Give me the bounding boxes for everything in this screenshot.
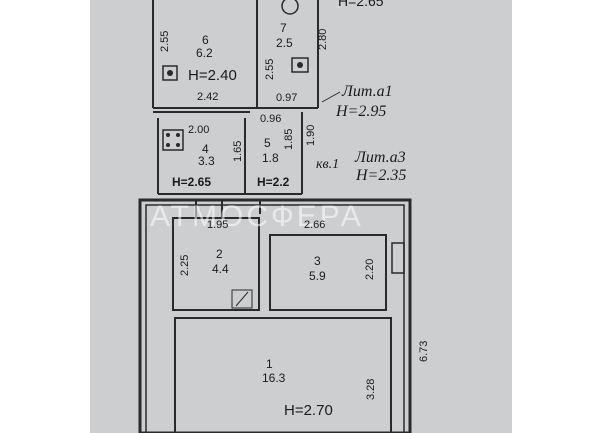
lit-a3-height: H=2.35 bbox=[356, 167, 407, 184]
room-1-area: 16.3 bbox=[262, 371, 286, 385]
watermark: АТМОСФЕРА bbox=[150, 200, 364, 233]
dim-2-25: 2.25 bbox=[179, 254, 191, 276]
dim-1-65: 1.65 bbox=[232, 140, 244, 162]
room-7-area: 2.5 bbox=[276, 36, 293, 50]
dim-1-85: 1.85 bbox=[283, 128, 295, 150]
dim-2-42: 2.42 bbox=[197, 91, 219, 103]
room-3-number: 3 bbox=[314, 254, 321, 268]
room-4-area: 3.3 bbox=[198, 154, 215, 168]
top-partial-height: H=2.65 bbox=[338, 0, 384, 9]
room-2-number: 2 bbox=[216, 247, 223, 261]
dim-0-97: 0.97 bbox=[276, 92, 298, 104]
room-4-height: H=2.65 bbox=[172, 175, 212, 189]
room-1-number: 1 bbox=[266, 357, 273, 371]
dim-2-66: 2.66 bbox=[304, 219, 326, 231]
dim-0-96: 0.96 bbox=[260, 113, 282, 125]
dim-2-55-right: 2.55 bbox=[264, 58, 276, 80]
dim-1-90: 1.90 bbox=[305, 124, 317, 146]
room-6-area: 6.2 bbox=[196, 46, 213, 60]
room-7-number: 7 bbox=[280, 21, 287, 35]
room-6-number: 6 bbox=[202, 33, 209, 47]
room-5-area: 1.8 bbox=[262, 151, 279, 165]
room-1-walls bbox=[174, 317, 392, 433]
dim-3-28: 3.28 bbox=[365, 378, 377, 400]
dim-6-73: 6.73 bbox=[418, 340, 430, 362]
room-4-number: 4 bbox=[202, 142, 209, 156]
room-6-height: H=2.40 bbox=[188, 67, 237, 84]
room-3-area: 5.9 bbox=[309, 269, 326, 283]
room-2-area: 4.4 bbox=[212, 262, 229, 276]
lit-a1-label: Лит.а1 bbox=[342, 83, 393, 100]
room-2-walls bbox=[172, 217, 260, 311]
apartment-label: кв.1 bbox=[316, 157, 340, 172]
dim-2-00: 2.00 bbox=[188, 124, 210, 136]
outer-wall-lower bbox=[138, 198, 412, 433]
dim-2-55-left: 2.55 bbox=[159, 30, 171, 52]
room-3-walls bbox=[269, 234, 387, 311]
room-5-number: 5 bbox=[264, 136, 271, 150]
room-5-height: H=2.2 bbox=[257, 175, 290, 189]
room-1-height: H=2.70 bbox=[284, 402, 333, 419]
dim-2-80: 2.80 bbox=[317, 28, 329, 50]
dim-2-20: 2.20 bbox=[364, 258, 376, 280]
lit-a3-label: Лит.а3 bbox=[355, 149, 406, 166]
dim-1-95: 1.95 bbox=[207, 219, 229, 231]
lit-a1-height: H=2.95 bbox=[336, 103, 387, 120]
